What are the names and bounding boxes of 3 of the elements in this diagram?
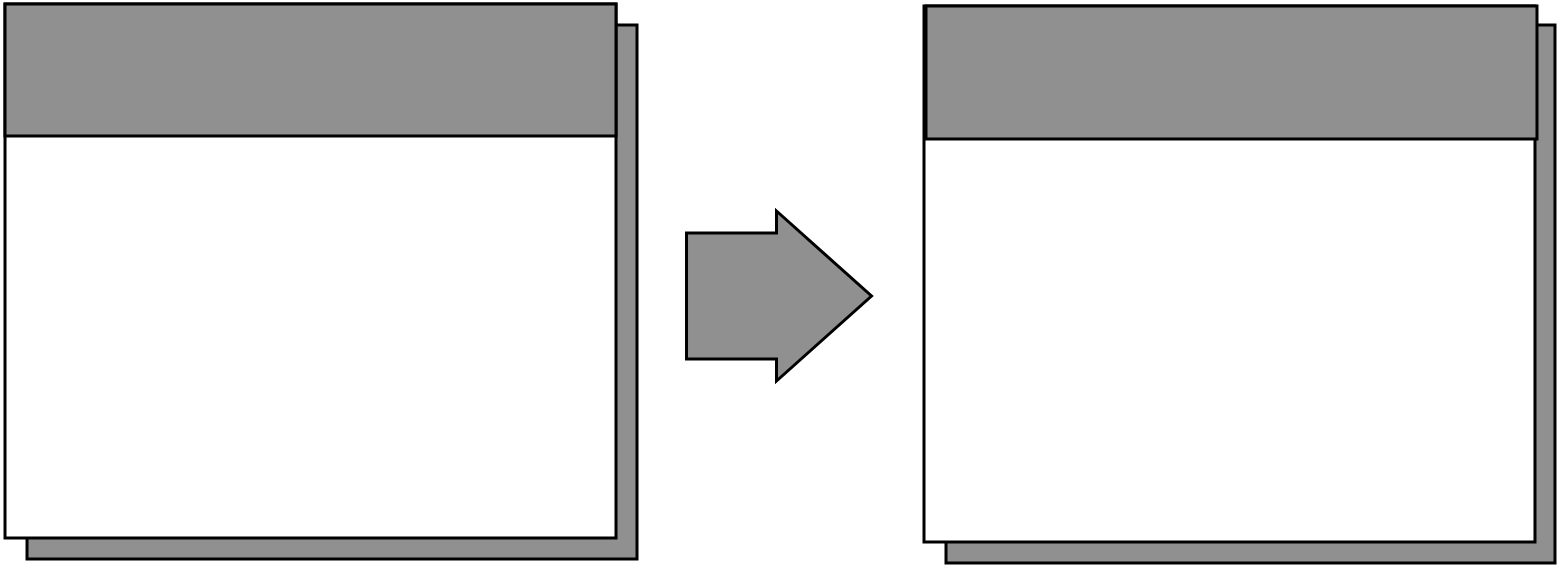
- block-arrow: [685, 207, 874, 385]
- window-panel: [922, 4, 1557, 565]
- window-panel: [3, 2, 639, 561]
